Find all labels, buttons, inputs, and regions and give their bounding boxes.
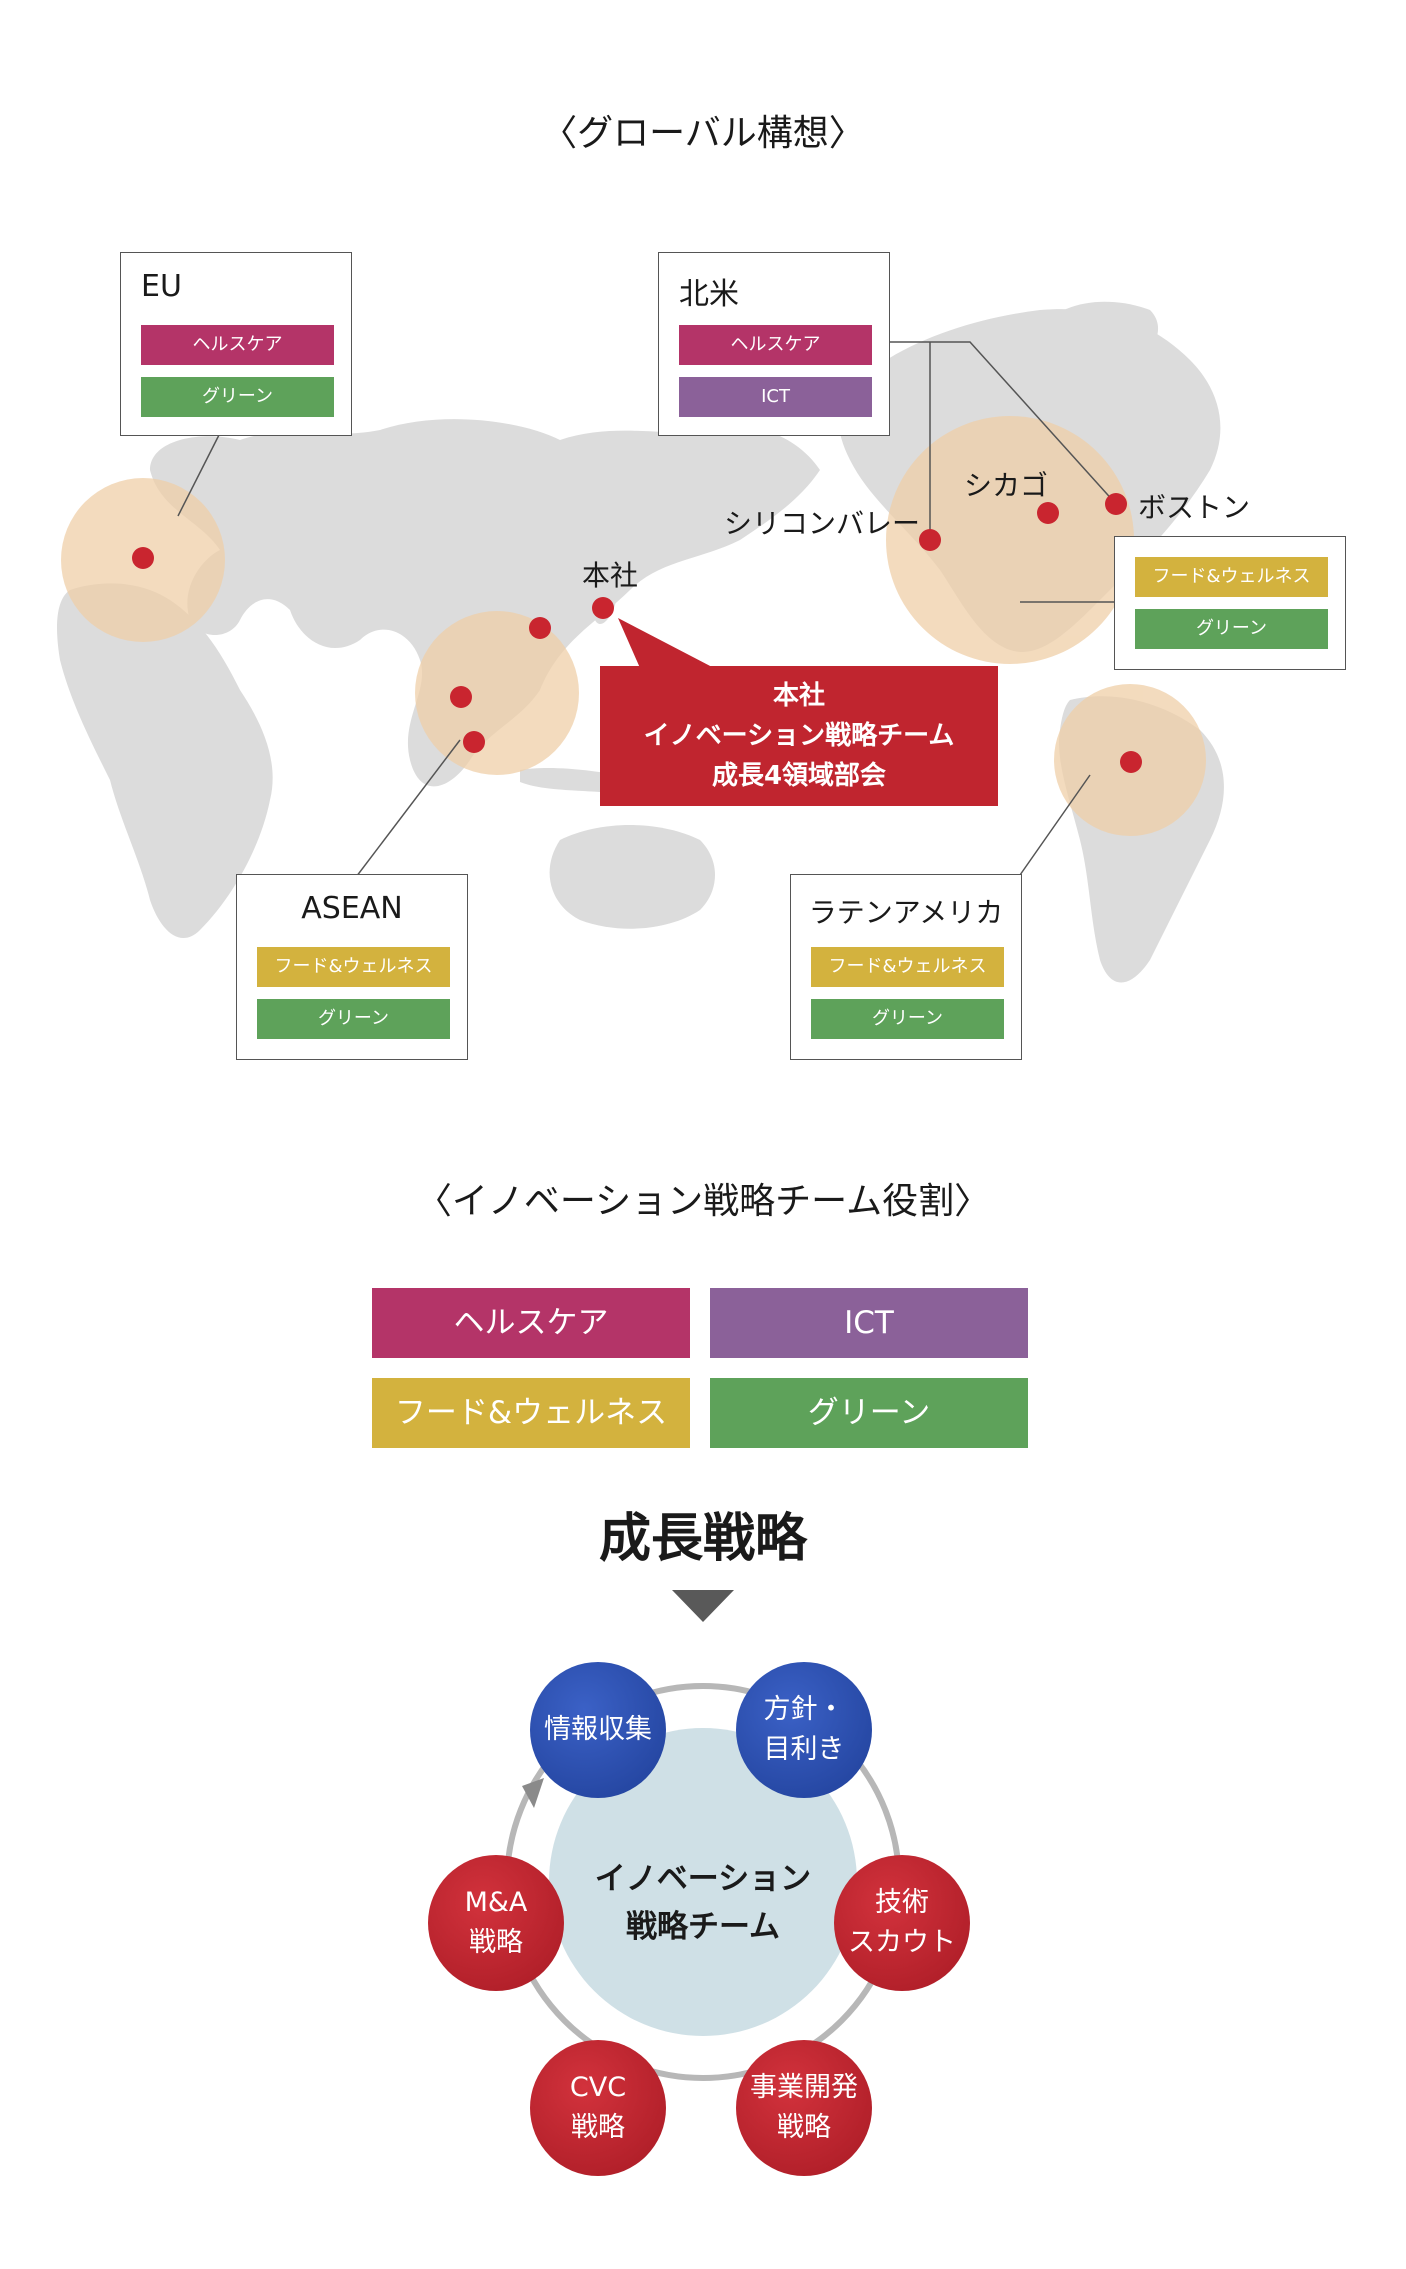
hq-city-label: 本社 [582, 559, 639, 592]
north-america-label: 北米 [679, 277, 739, 312]
node-information-gathering: 情報収集 [530, 1662, 666, 1798]
global-vision-title: 〈グローバル構想〉 [541, 113, 865, 154]
hq-callout: 本社 イノベーション戦略チーム 成長4領域部会 [600, 666, 998, 806]
cycle-center-label: イノベーション 戦略チーム [566, 1855, 840, 1951]
node-cvc-strategy: CVC 戦略 [530, 2040, 666, 2176]
role-ict: ICT [710, 1288, 1028, 1358]
role-green: グリーン [710, 1378, 1028, 1448]
hq-callout-line1: 本社 [772, 681, 825, 711]
na2-tag-green: グリーン [1135, 609, 1328, 649]
node-line: CVC [569, 2072, 627, 2103]
cycle-center-line1: イノベーション [594, 1861, 812, 1897]
node-line: 情報収集 [544, 1714, 652, 1745]
chicago-label: シカゴ [964, 469, 1049, 502]
latin-america-box: ラテンアメリカ フード&ウェルネス グリーン [790, 874, 1022, 1060]
node-line: 戦略 [469, 1927, 523, 1958]
latam-tag-food: フード&ウェルネス [811, 947, 1004, 987]
cycle-center-circle [549, 1728, 857, 2036]
eu-label: EU [141, 269, 182, 304]
node-line: 目利き [763, 1734, 845, 1765]
node-line: 技術 [875, 1887, 929, 1918]
node-line: スカウト [848, 1927, 956, 1958]
node-policy-evaluation: 方針・ 目利き [736, 1662, 872, 1798]
node-line: 方針・ [763, 1694, 845, 1725]
city-dots [132, 493, 1142, 773]
na-tag-healthcare: ヘルスケア [679, 325, 872, 365]
boston-label: ボストン [1138, 491, 1251, 524]
silicon-valley-label: シリコンバレー [724, 507, 921, 540]
node-tech-scout: 技術 スカウト [834, 1855, 970, 1991]
node-line: M&A [464, 1887, 528, 1918]
latin-america-label: ラテンアメリカ [808, 896, 1004, 929]
latam-tag-green: グリーン [811, 999, 1004, 1039]
hq-callout-pointer [618, 618, 714, 668]
eu-tag-healthcare: ヘルスケア [141, 325, 334, 365]
down-arrow-icon [672, 1590, 734, 1622]
north-america-box-2: フード&ウェルネス グリーン [1114, 536, 1346, 670]
growth-strategy-label: 成長戦略 [598, 1509, 807, 1569]
eu-tag-green: グリーン [141, 377, 334, 417]
node-line: 事業開発 [750, 2072, 858, 2103]
node-line: 戦略 [777, 2112, 831, 2143]
na2-tag-food: フード&ウェルネス [1135, 557, 1328, 597]
north-america-box: 北米 ヘルスケア ICT [658, 252, 890, 436]
eu-box: EU ヘルスケア グリーン [120, 252, 352, 436]
role-food-wellness: フード&ウェルネス [372, 1378, 690, 1448]
node-line: 戦略 [571, 2112, 625, 2143]
hq-callout-line2: イノベーション戦略チーム [643, 721, 955, 751]
na-tag-ict: ICT [679, 377, 872, 417]
node-ma-strategy: M&A 戦略 [428, 1855, 564, 1991]
cycle-center-line2: 戦略チーム [625, 1909, 781, 1945]
world-map [57, 301, 1224, 983]
hq-callout-line3: 成長4領域部会 [711, 761, 887, 791]
cycle-arrow-icon [522, 1778, 544, 1808]
asean-box: ASEAN フード&ウェルネス グリーン [236, 874, 468, 1060]
asean-label: ASEAN [301, 891, 403, 926]
roles-title: 〈イノベーション戦略チーム役割〉 [415, 1181, 991, 1222]
role-healthcare: ヘルスケア [372, 1288, 690, 1358]
connector-lines [177, 341, 1120, 886]
asean-tag-food: フード&ウェルネス [257, 947, 450, 987]
node-business-development: 事業開発 戦略 [736, 2040, 872, 2176]
asean-tag-green: グリーン [257, 999, 450, 1039]
